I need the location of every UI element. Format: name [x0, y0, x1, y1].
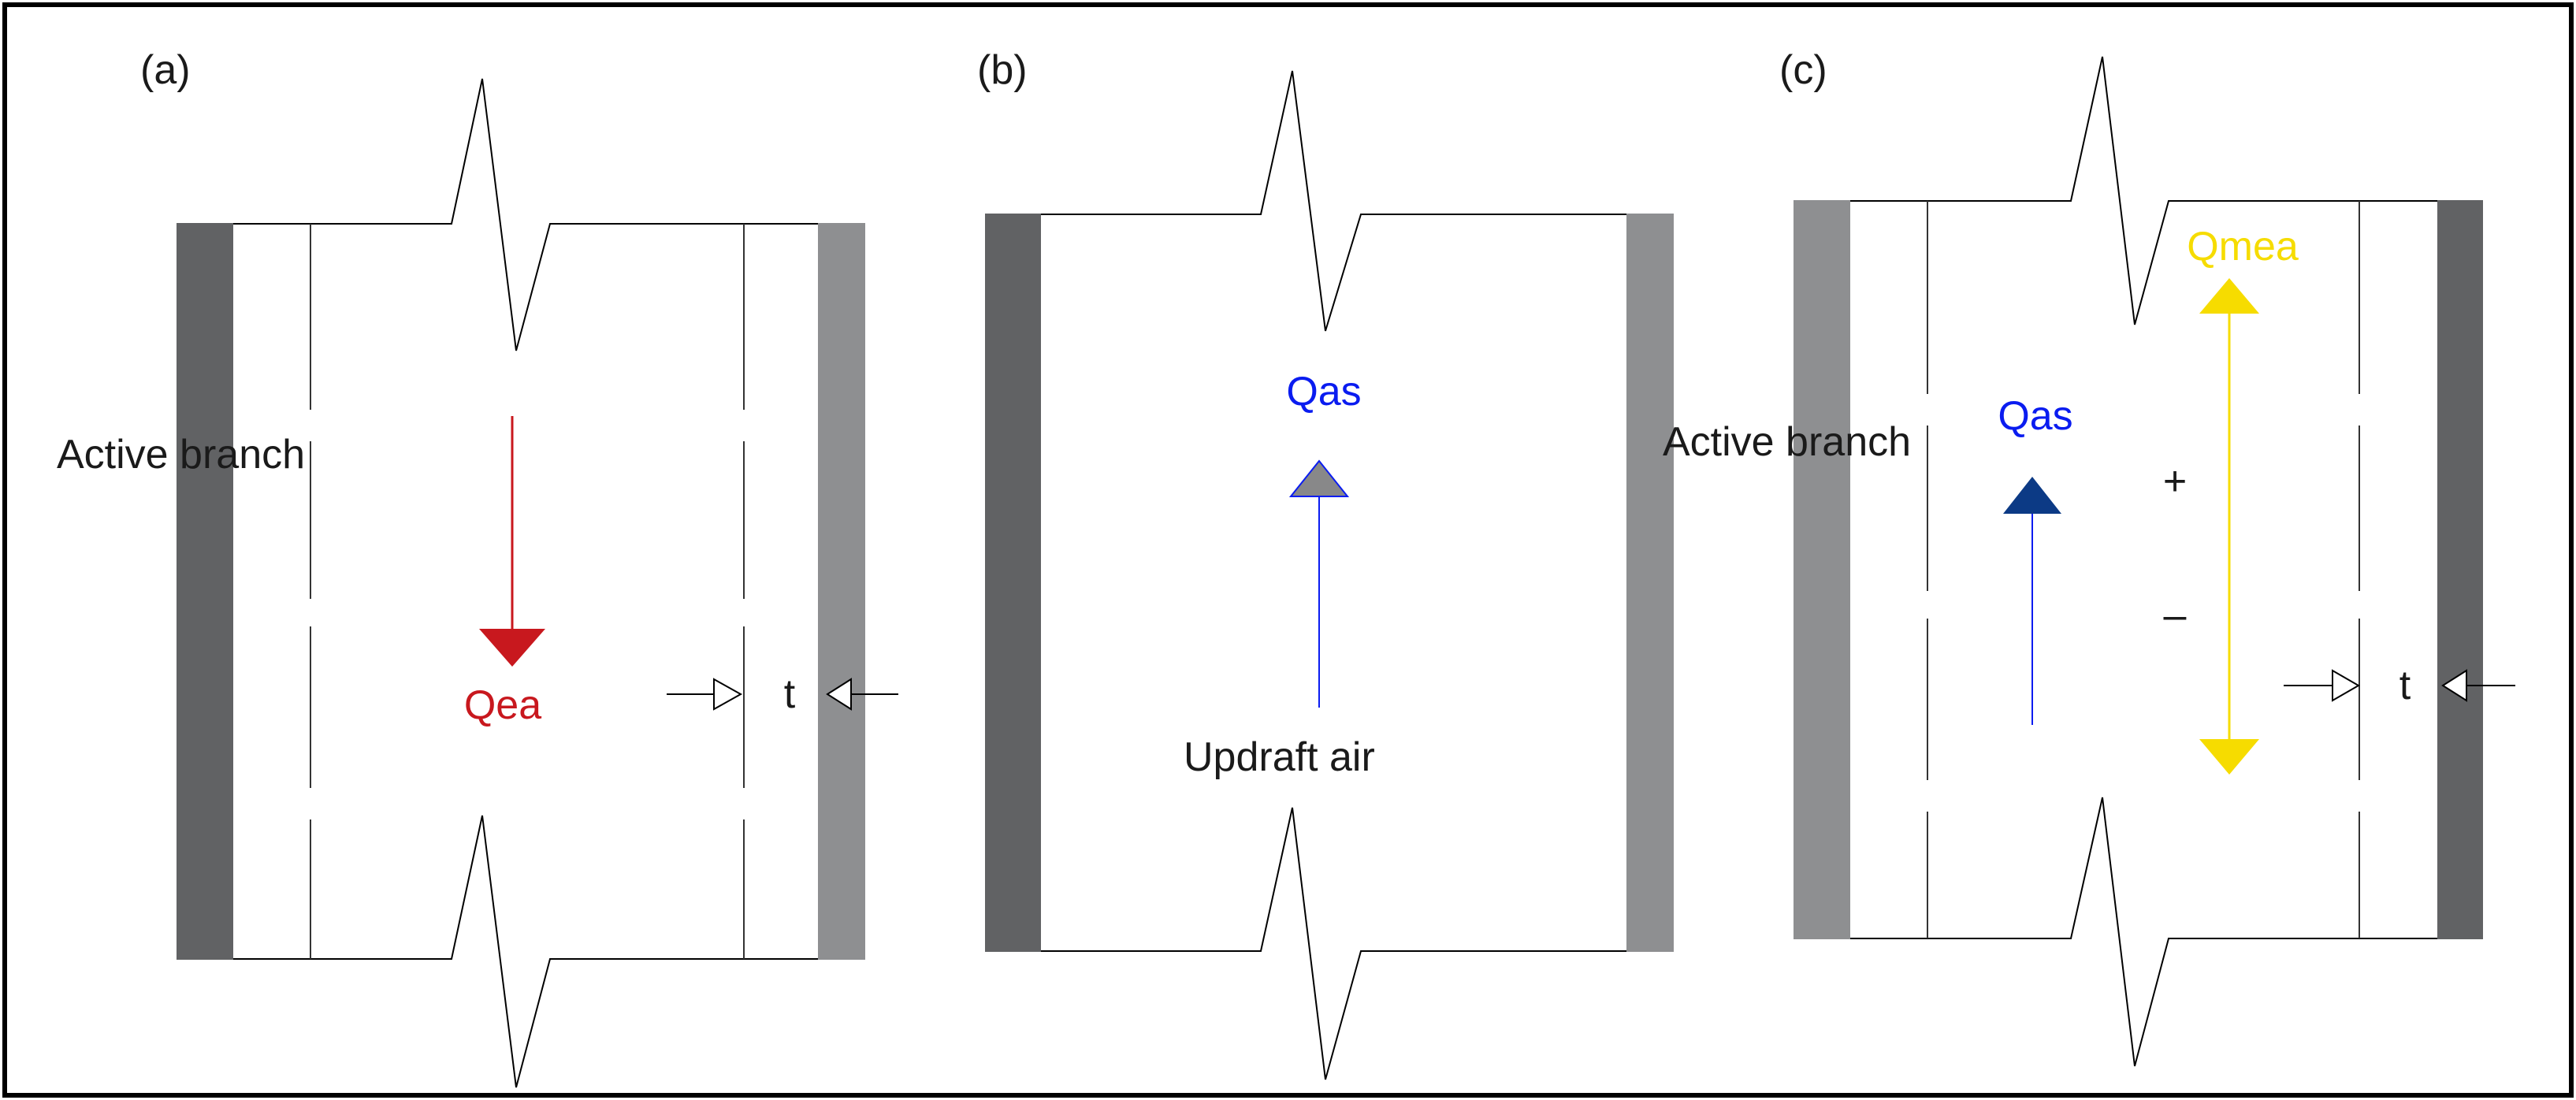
panel-b: (b) Qas Updraft air [977, 47, 1674, 1080]
panel-a-dimension-arrow-left-icon [713, 678, 743, 711]
panel-b-bottom-label: Updraft air [1184, 734, 1375, 780]
panel-a-duct-top-break [233, 78, 818, 351]
panel-c-duct-bottom-break [1850, 797, 2437, 1067]
panel-c-minus-sign: – [2164, 593, 2187, 638]
panel-b-flow-label: Qas [1286, 369, 1361, 414]
panel-c-left-wall [1794, 200, 1850, 939]
panel-c-right-wall [2437, 200, 2483, 939]
panel-b-duct-top-break [1040, 70, 1626, 332]
panel-c-blue-arrow-head-icon [2003, 477, 2061, 514]
panel-a-right-wall [818, 223, 865, 960]
panel-c-dimension-arrow-left-icon [2332, 669, 2361, 702]
panel-b-label: (b) [977, 47, 1028, 93]
panel-c-yellow-arrow-head-down-icon [2199, 739, 2259, 775]
panel-c-label: (c) [1779, 47, 1827, 93]
panel-a-duct-bottom-break [233, 815, 818, 1088]
panel-c-duct-top-break [1850, 56, 2437, 325]
panel-b-left-wall [985, 214, 1041, 952]
panel-c-plus-sign: + [2163, 459, 2187, 504]
panel-b-duct-bottom-break [1040, 807, 1626, 1080]
panel-a-gap-label: t [784, 671, 796, 717]
panel-c-yellow-flow-label: Qmea [2187, 224, 2299, 269]
panel-c-yellow-arrow-head-up-icon [2199, 278, 2259, 314]
panel-a-arrow-head-icon [479, 629, 545, 667]
panel-b-arrow-head-icon [1288, 459, 1350, 497]
panel-c-side-label: Active branch [1663, 419, 1911, 465]
panel-c-blue-flow-label: Qas [1998, 393, 2072, 439]
panel-b-right-wall [1626, 214, 1674, 952]
panel-c: (c) Active branch Qas Qmea + – [1663, 47, 2515, 1067]
panel-a: (a) Qea Active branch t [57, 47, 898, 1088]
panel-a-label: (a) [140, 47, 191, 93]
panel-a-flow-label: Qea [464, 682, 541, 728]
panel-a-side-label: Active branch [57, 432, 305, 478]
panel-c-gap-label: t [2399, 663, 2411, 708]
panel-a-left-wall [177, 223, 233, 960]
